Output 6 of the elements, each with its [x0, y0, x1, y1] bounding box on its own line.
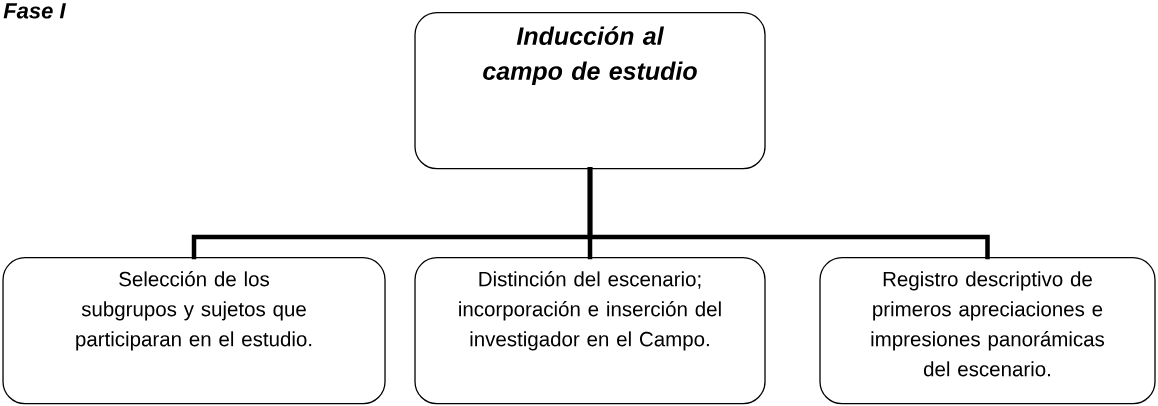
connector-line [587, 167, 990, 260]
process-box: Registro descriptivo de primeros apreciaciones e impresiones panorámicas del escenario. [819, 257, 1156, 405]
process-box: Inducción al campo de estudio [414, 12, 766, 170]
process-box: Distinción del escenario; incorporación e inserción del investigador en el Campo. [414, 257, 766, 405]
process-box: Selección de los subgrupos y sujetos que participaran en el estudio. [2, 257, 386, 405]
heading: Fase I [3, 3, 66, 19]
